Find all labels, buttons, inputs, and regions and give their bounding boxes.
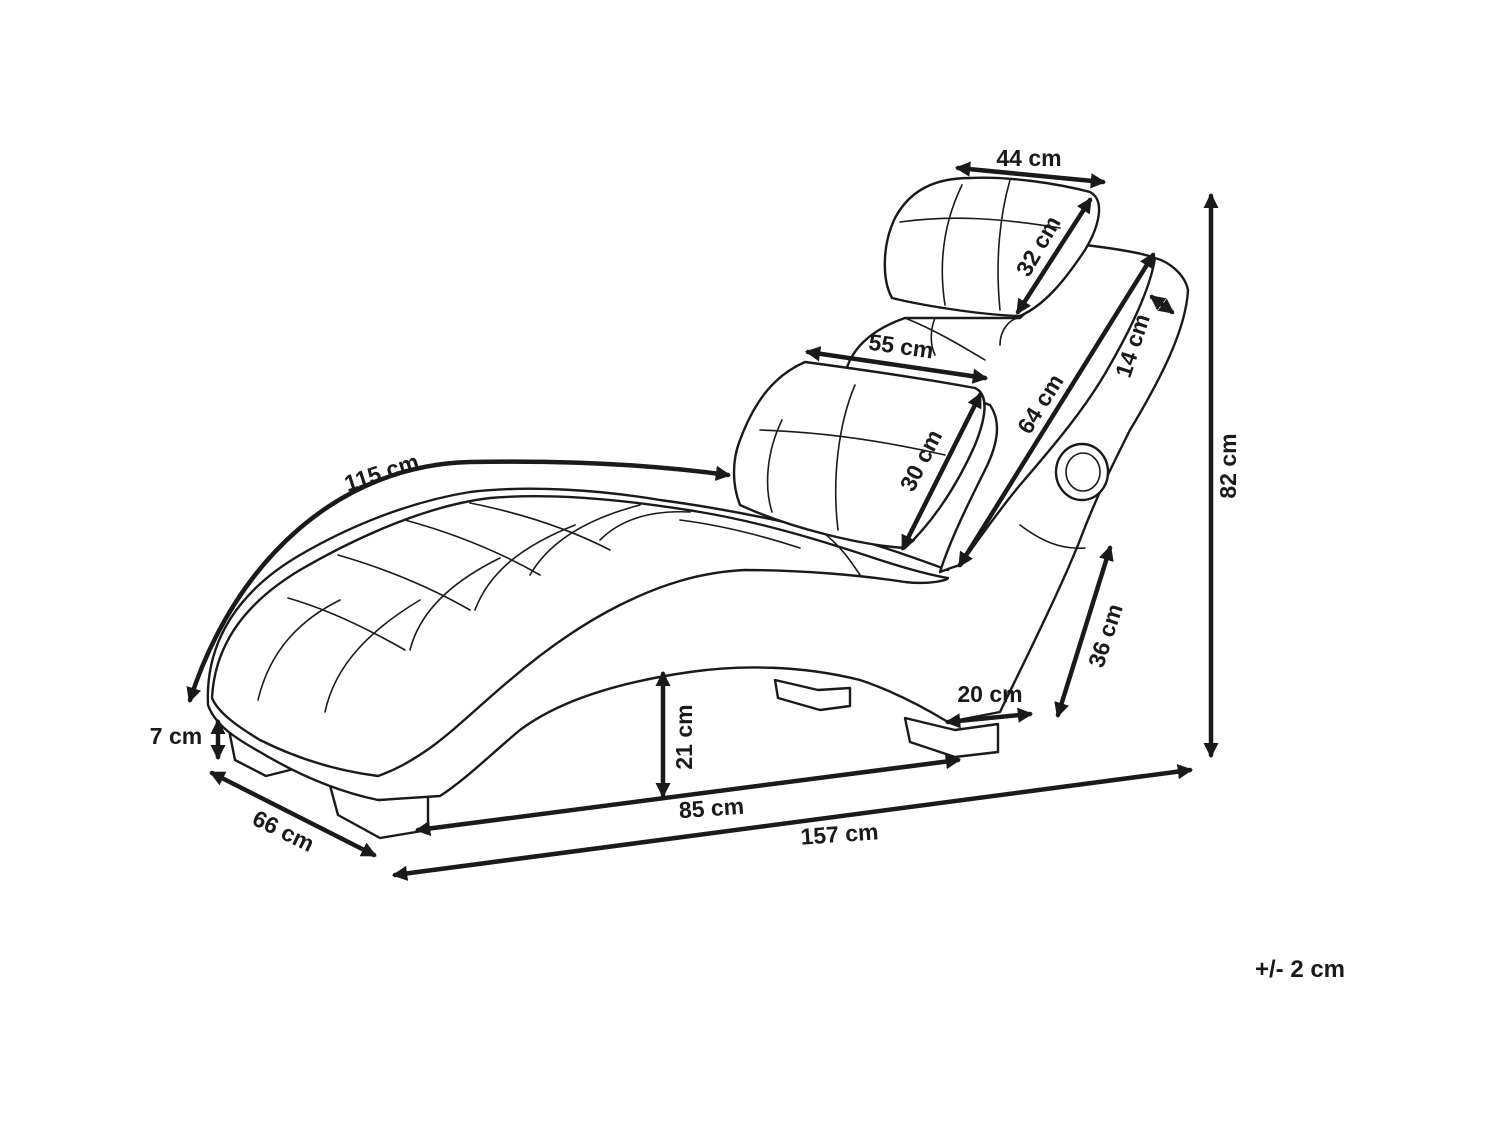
lumbar-seam-3 [834,384,856,531]
backrest-length-line [957,252,1156,568]
base-length-label: 85 cm [678,793,745,823]
base-depth-label: 20 cm [957,681,1022,707]
depth-line [209,770,377,858]
total-length-line [391,764,1194,881]
side-height-line [1054,545,1114,718]
side-panel-depth-line [1149,294,1175,315]
dimension-lines [186,161,1219,881]
depth-label: 66 cm [248,805,318,857]
back-left-leg [773,678,852,712]
headrest-width-line [954,161,1107,189]
seat-curve-label: 115 cm [341,448,422,496]
pillow-width-line [804,346,989,384]
leg-height-label: 7 cm [150,723,202,749]
total-height-label: 82 cm [1215,433,1241,498]
seat-clearance-label: 21 cm [671,704,697,769]
base-depth-line [944,707,1034,729]
headrest-width-label: 44 cm [996,145,1061,171]
seat-curve-line [186,459,732,703]
headrest-seam-2 [941,184,963,306]
lumbar-seam-2 [766,419,783,513]
total-length-label: 157 cm [800,818,880,849]
tolerance-label: +/- 2 cm [1255,956,1345,983]
